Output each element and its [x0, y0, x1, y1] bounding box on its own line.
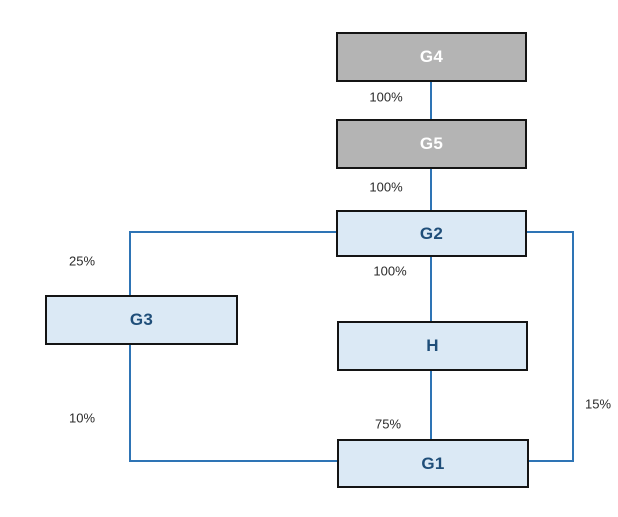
edge-label-g4-g5: 100% [369, 89, 403, 105]
node-g1-label: G1 [421, 453, 445, 473]
node-h: H [337, 321, 528, 371]
edge-label-g2-g1: 15% [584, 396, 612, 412]
edge-label-g2-h: 100% [373, 263, 407, 279]
connector-g2-g3-horizontal [129, 231, 338, 233]
edge-label-g3-g1: 10% [68, 410, 96, 426]
connector-g3-g1-horizontal [129, 460, 339, 462]
node-g3-label: G3 [129, 310, 154, 329]
connector-g2-g1-bottom [527, 460, 574, 462]
connector-h-g1 [430, 371, 432, 439]
node-g2: G2 [336, 210, 527, 257]
node-h-label: H [426, 336, 439, 355]
edge-label-g5-g2: 100% [369, 179, 403, 195]
connector-g5-g2 [430, 169, 432, 210]
connector-g2-g1-top [525, 231, 574, 233]
node-g5: G5 [336, 119, 527, 169]
connector-g4-g5 [430, 82, 432, 119]
node-g5-label: G5 [419, 134, 444, 153]
connector-g2-h [430, 257, 432, 321]
connector-g3-g1-vertical [129, 345, 131, 461]
node-g2-label: G2 [419, 223, 444, 243]
node-g3: G3 [45, 295, 238, 345]
edge-label-g2-g3: 25% [68, 253, 96, 269]
connector-g2-g1-vertical [572, 231, 574, 462]
node-g4-label: G4 [419, 47, 444, 66]
edge-label-h-g1: 75% [374, 416, 402, 432]
node-g4: G4 [336, 32, 527, 82]
node-g1: G1 [337, 439, 529, 488]
connector-g2-g3-vertical [129, 231, 131, 295]
